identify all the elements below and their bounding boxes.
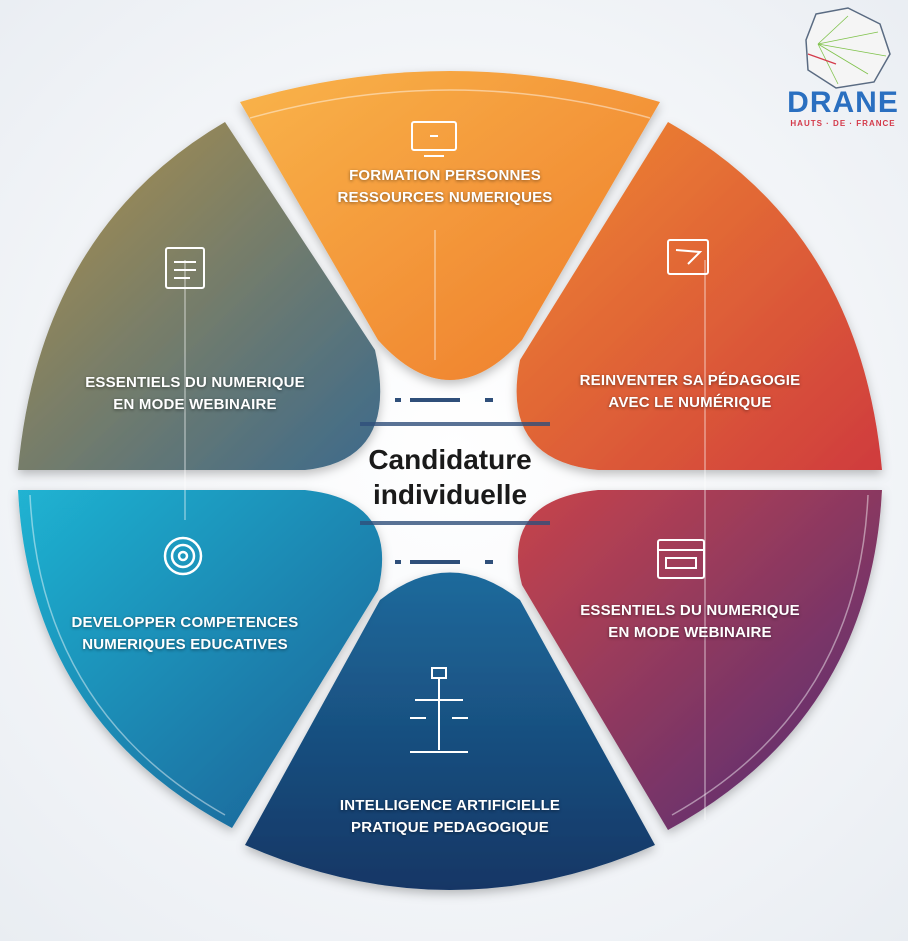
target-icon	[163, 536, 203, 576]
center-title: Candidature individuelle	[330, 442, 570, 512]
browser-icon	[657, 539, 705, 579]
center-title-line1: Candidature	[368, 444, 532, 475]
segment-label-essentiels-right-line2: EN MODE WEBINAIRE	[608, 624, 772, 641]
segment-label-intelligence: INTELLIGENCE ARTIFICIELLE PRATIQUE PEDAG…	[295, 795, 605, 839]
segment-label-intelligence-line2: PRATIQUE PEDAGOGIQUE	[351, 819, 549, 836]
segment-label-reinventer-line1: REINVENTER SA PÉDAGOGIE	[579, 372, 801, 389]
segment-developper	[18, 490, 383, 828]
segment-label-formation-line2: RESSOURCES NUMERIQUES	[337, 189, 553, 206]
logo-subtitle: HAUTS · DE · FRANCE	[790, 119, 896, 128]
center-title-line2: individuelle	[372, 479, 528, 510]
monitor-icon	[411, 121, 457, 157]
segment-intelligence	[245, 572, 655, 890]
center-dashes	[360, 398, 550, 564]
segment-label-essentiels-left-line1: ESSENTIELS DU NUMERIQUE	[85, 374, 305, 391]
segment-formation	[240, 71, 660, 380]
segment-essentiels-left	[18, 122, 381, 470]
logo-title: DRANE	[787, 86, 899, 119]
segment-essentiels-right	[517, 490, 882, 830]
segment-label-intelligence-line1: INTELLIGENCE ARTIFICIELLE	[339, 797, 561, 814]
segment-label-essentiels-left: ESSENTIELS DU NUMERIQUE EN MODE WEBINAIR…	[45, 372, 345, 416]
segment-label-formation-line1: FORMATION PERSONNES	[349, 167, 541, 184]
scale-icon	[410, 667, 468, 753]
document-icon	[165, 247, 205, 289]
drane-logo: DRANE HAUTS · DE · FRANCE	[778, 4, 908, 134]
decorative-lines	[29, 89, 869, 820]
segment-label-essentiels-left-line2: EN MODE WEBINAIRE	[113, 396, 277, 413]
segment-label-essentiels-right: ESSENTIELS DU NUMERIQUE EN MODE WEBINAIR…	[540, 600, 840, 644]
region-map-icon	[805, 7, 891, 89]
segment-label-reinventer-line2: AVEC LE NUMÉRIQUE	[608, 394, 772, 411]
segment-label-developper-line1: DEVELOPPER COMPETENCES	[71, 614, 299, 631]
projector-icon	[667, 239, 709, 275]
segment-label-reinventer: REINVENTER SA PÉDAGOGIE AVEC LE NUMÉRIQU…	[545, 370, 835, 414]
segment-label-essentiels-right-line1: ESSENTIELS DU NUMERIQUE	[580, 602, 800, 619]
segment-label-formation: FORMATION PERSONNES RESSOURCES NUMERIQUE…	[300, 165, 590, 209]
segment-reinventer	[516, 122, 882, 470]
segment-label-developper: DEVELOPPER COMPETENCES NUMERIQUES EDUCAT…	[30, 612, 340, 656]
segment-label-developper-line2: NUMERIQUES EDUCATIVES	[82, 636, 288, 653]
